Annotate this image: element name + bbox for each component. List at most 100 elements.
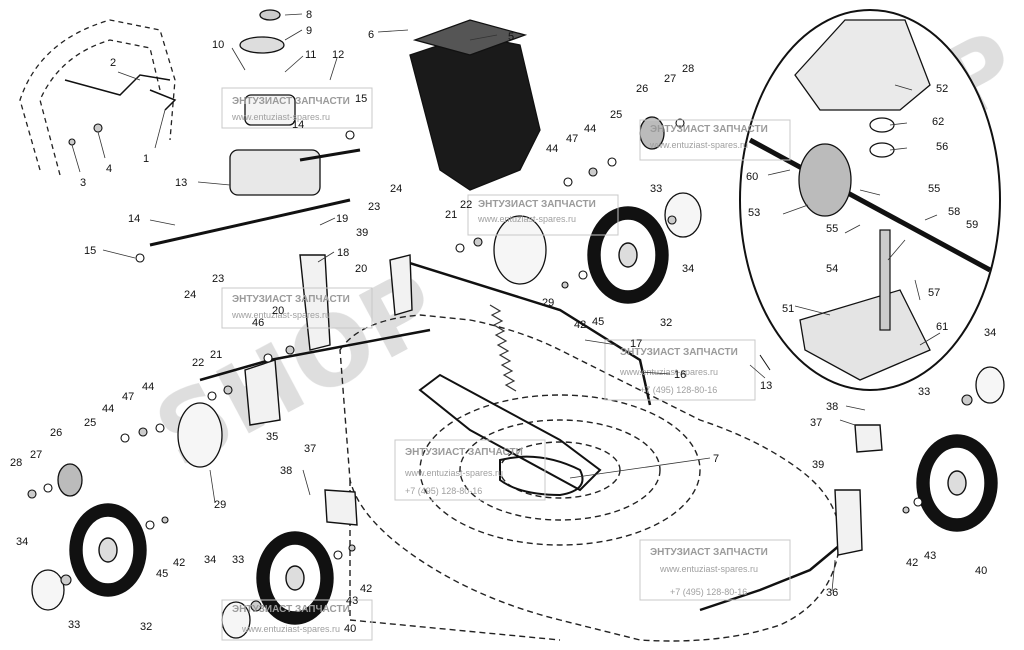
callout-2: 2 xyxy=(110,57,116,69)
callout-26: 26 xyxy=(636,83,648,95)
handle-bracket xyxy=(64,74,177,111)
callout-9: 9 xyxy=(306,25,312,37)
callout-22b: 22 xyxy=(192,357,204,369)
wheel-front-left xyxy=(256,531,334,625)
callout-23b: 23 xyxy=(212,273,224,285)
callout-52: 52 xyxy=(936,83,948,95)
callout-51: 51 xyxy=(782,303,794,315)
callout-38b: 38 xyxy=(826,401,838,413)
callout-33c: 33 xyxy=(232,554,244,566)
inset-leader-line xyxy=(759,354,771,371)
callout-42c: 42 xyxy=(360,583,372,595)
callout-10: 10 xyxy=(212,39,224,51)
watermark-title: ЭНТУЗИАСТ ЗАПЧАСТИ xyxy=(232,604,350,615)
callout-14: 14 xyxy=(128,213,140,225)
watermark-title: ЭНТУЗИАСТ ЗАПЧАСТИ xyxy=(620,347,738,358)
watermark-title: ЭНТУЗИАСТ ЗАПЧАСТИ xyxy=(232,96,350,107)
callout-44b: 44 xyxy=(584,123,596,135)
wheel-rear-left xyxy=(69,503,147,597)
callout-32: 32 xyxy=(660,317,672,329)
callout-55b: 55 xyxy=(826,223,838,235)
callout-14b: 14 xyxy=(292,119,304,131)
callout-22: 22 xyxy=(460,199,472,211)
callout-19: 19 xyxy=(336,213,348,225)
callout-54: 54 xyxy=(826,263,838,275)
watermark-texts: ЭНТУЗИАСТ ЗАПЧАСТИ www.entuziast-spares.… xyxy=(231,96,768,634)
callout-26b: 26 xyxy=(50,427,62,439)
watermark-phone: +7 (495) 128-80-16 xyxy=(670,587,747,597)
gearbox xyxy=(149,9,361,247)
watermark-site: www.entuziast-spares.ru xyxy=(619,367,718,377)
callout-6: 6 xyxy=(368,29,374,41)
callout-5: 5 xyxy=(508,31,514,43)
watermark-site: www.entuziast-spares.ru xyxy=(649,140,748,150)
callout-33: 33 xyxy=(650,183,662,195)
drive-hub-plates xyxy=(31,192,1005,639)
callout-42d: 42 xyxy=(906,557,918,569)
spring xyxy=(489,304,517,392)
callout-27b: 27 xyxy=(30,449,42,461)
callout-23: 23 xyxy=(368,201,380,213)
gearbox-detail-inset xyxy=(739,9,1001,391)
callout-44d: 44 xyxy=(102,403,114,415)
callout-24: 24 xyxy=(390,183,402,195)
callout-37: 37 xyxy=(304,443,316,455)
callout-28b: 28 xyxy=(10,457,22,469)
watermark-site: www.entuziast-spares.ru xyxy=(231,112,330,122)
callout-61: 61 xyxy=(936,321,948,333)
callout-21: 21 xyxy=(445,209,457,221)
callout-17: 17 xyxy=(630,338,642,350)
callout-57: 57 xyxy=(928,287,940,299)
watermark-title: ЭНТУЗИАСТ ЗАПЧАСТИ xyxy=(405,447,523,458)
callout-34c: 34 xyxy=(204,554,216,566)
callout-39b: 39 xyxy=(812,459,824,471)
callout-33d: 33 xyxy=(918,386,930,398)
callout-40: 40 xyxy=(344,623,356,635)
callout-35: 35 xyxy=(266,431,278,443)
watermark-phone: +7 (495) 128-80-16 xyxy=(405,486,482,496)
callout-13b: 13 xyxy=(760,380,772,392)
callout-29: 29 xyxy=(542,297,554,309)
callout-37b: 37 xyxy=(810,417,822,429)
watermark-boxes xyxy=(221,87,791,641)
wheel-front-right xyxy=(916,434,998,532)
callout-20: 20 xyxy=(355,263,367,275)
watermark-site: www.entuziast-spares.ru xyxy=(659,564,758,574)
callout-15: 15 xyxy=(84,245,96,257)
callout-40b: 40 xyxy=(975,565,987,577)
watermark-title: ЭНТУЗИАСТ ЗАПЧАСТИ xyxy=(232,294,350,305)
callout-34: 34 xyxy=(682,263,694,275)
grass-bag-frame xyxy=(418,373,602,497)
callout-25b: 25 xyxy=(84,417,96,429)
callout-13: 13 xyxy=(175,177,187,189)
callout-43: 43 xyxy=(346,595,358,607)
callout-labels: 1 2 3 4 5 6 7 8 9 10 11 12 13 14 14 15 1… xyxy=(10,9,996,635)
wheels xyxy=(69,206,998,625)
callout-44: 44 xyxy=(546,143,558,155)
callout-44c: 44 xyxy=(142,381,154,393)
callout-46: 46 xyxy=(252,317,264,329)
callout-7: 7 xyxy=(713,453,719,465)
watermark-title: ЭНТУЗИАСТ ЗАПЧАСТИ xyxy=(650,547,768,558)
rear-flap xyxy=(409,19,541,191)
callout-53: 53 xyxy=(748,207,760,219)
callout-20b: 20 xyxy=(272,305,284,317)
callout-56: 56 xyxy=(936,141,948,153)
callout-3: 3 xyxy=(80,177,86,189)
callout-34d: 34 xyxy=(984,327,996,339)
callout-4: 4 xyxy=(106,163,112,175)
callout-45: 45 xyxy=(592,316,604,328)
callout-43b: 43 xyxy=(924,550,936,562)
callout-18: 18 xyxy=(337,247,349,259)
watermark-site: www.entuziast-spares.ru xyxy=(404,468,503,478)
callout-16: 16 xyxy=(674,369,686,381)
callout-21b: 21 xyxy=(210,349,222,361)
callout-45b: 45 xyxy=(156,568,168,580)
callout-leaders xyxy=(71,13,941,592)
callout-60: 60 xyxy=(746,171,758,183)
callout-39: 39 xyxy=(356,227,368,239)
callout-42b: 42 xyxy=(173,557,185,569)
callout-59: 59 xyxy=(966,219,978,231)
callout-29b: 29 xyxy=(214,499,226,511)
